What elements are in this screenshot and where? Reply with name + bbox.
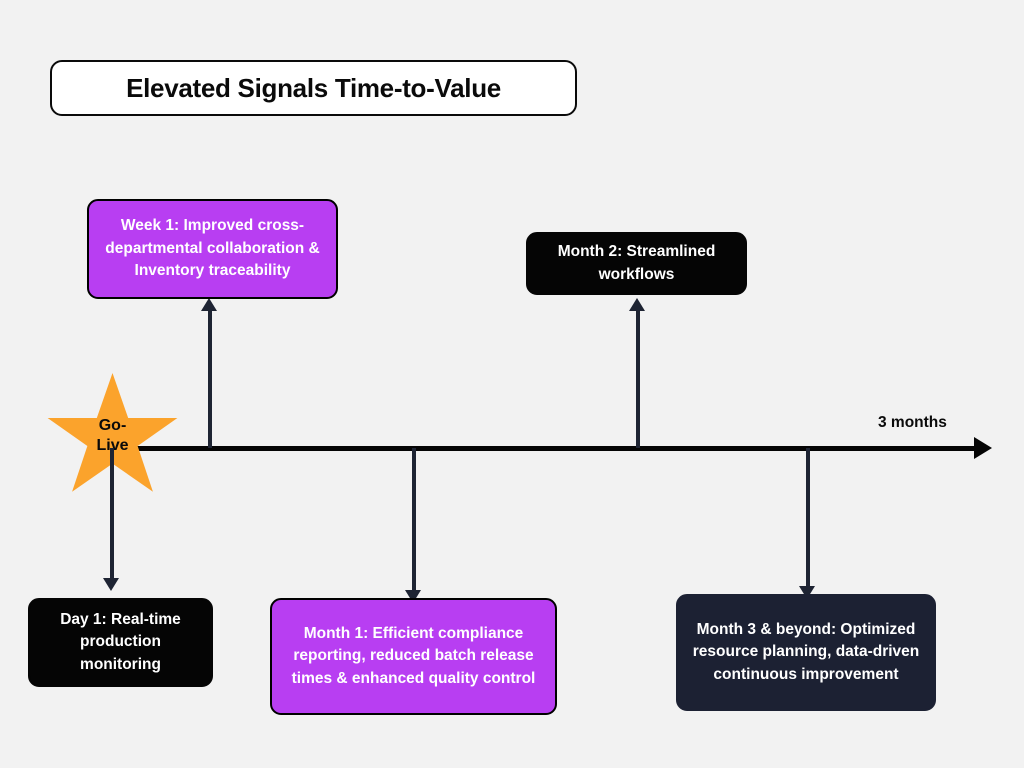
milestone-card-month-1[interactable]: Month 1: Efficient compliance reporting,… [270, 598, 557, 715]
milestone-card-month-2[interactable]: Month 2: Streamlined workflows [526, 232, 747, 295]
connector-month-3 [806, 448, 810, 587]
timeline-axis-arrow-icon [974, 437, 992, 459]
timeline-end-label: 3 months [878, 414, 947, 431]
connector-month-2-arrow-icon [629, 298, 645, 311]
timeline-axis [136, 446, 984, 451]
connector-day-1-arrow-icon [103, 578, 119, 591]
page-title: Elevated Signals Time-to-Value [126, 72, 501, 103]
connector-day-1 [110, 448, 114, 579]
connector-week-1 [208, 309, 212, 448]
milestone-card-week-1-label: Week 1: Improved cross-departmental coll… [105, 217, 320, 280]
milestone-card-day-1[interactable]: Day 1: Real-time production monitoring [28, 598, 213, 687]
milestone-card-month-3[interactable]: Month 3 & beyond: Optimized resource pla… [676, 594, 936, 711]
connector-month-2 [636, 309, 640, 448]
milestone-card-month-3-label: Month 3 & beyond: Optimized resource pla… [692, 620, 920, 683]
milestone-card-day-1-label: Day 1: Real-time production monitoring [60, 610, 181, 673]
diagram-title-box: Elevated Signals Time-to-Value [50, 60, 577, 116]
connector-week-1-arrow-icon [201, 298, 217, 311]
milestone-card-week-1[interactable]: Week 1: Improved cross-departmental coll… [87, 199, 338, 299]
milestone-card-month-1-label: Month 1: Efficient compliance reporting,… [291, 624, 536, 687]
milestone-card-month-2-label: Month 2: Streamlined workflows [557, 243, 716, 283]
connector-month-1 [412, 448, 416, 591]
